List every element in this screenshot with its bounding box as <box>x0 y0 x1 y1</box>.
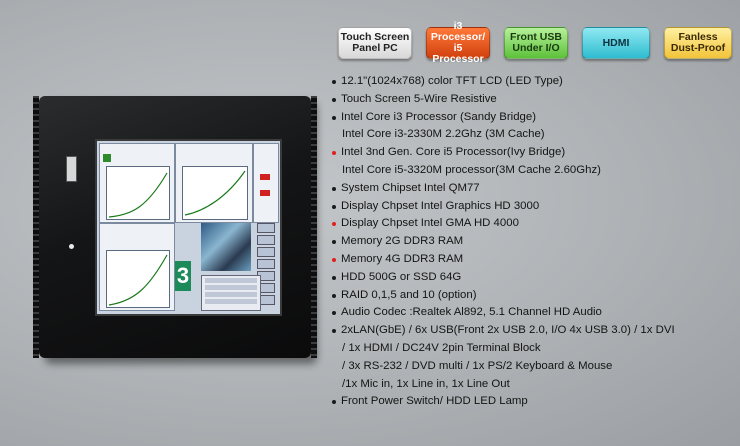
badge-fanless: Fanless Dust-Proof <box>664 27 732 59</box>
bullet-icon <box>332 400 336 405</box>
spec-item: 12.1"(1024x768) color TFT LCD (LED Type) <box>332 73 732 91</box>
spec-item: Front Power Switch/ HDD LED Lamp <box>332 393 732 411</box>
screen-red-button <box>260 190 270 196</box>
spec-item: Intel Core i3 Processor (Sandy Bridge) <box>332 109 732 127</box>
spec-item-continued: Intel Core i5-3320M processor(3M Cache 2… <box>342 163 601 176</box>
screen-red-button <box>260 174 270 180</box>
badge-hdmi: HDMI <box>582 27 650 59</box>
screen-camera-view <box>201 223 251 271</box>
bullet-icon <box>332 293 336 298</box>
spec-item: Display Chpset Intel Graphics HD 3000 <box>332 198 732 216</box>
screen-side-panel <box>253 143 279 223</box>
plot-curve-2 <box>184 170 246 216</box>
screen-panel-1 <box>99 143 175 223</box>
red-bullet-icon <box>332 257 336 262</box>
bullet-icon <box>332 186 336 191</box>
plot-curve-1 <box>108 172 168 218</box>
bullet-icon <box>332 275 336 280</box>
badge-processor: i3 Processor/ i5 Processor <box>426 21 490 65</box>
red-bullet-icon <box>332 151 336 156</box>
spec-item-continued: / 3x RS-232 / DVD multi / 1x PS/2 Keyboa… <box>342 359 613 372</box>
screen-status-box <box>201 275 261 311</box>
bullet-icon <box>332 329 336 334</box>
spec-item: Audio Codec :Realtek Al892, 5.1 Channel … <box>332 304 732 322</box>
left-heatsink-fins <box>33 96 39 358</box>
plot-curve-3 <box>108 254 168 306</box>
spec-item: Intel 3nd Gen. Core i5 Processor(Ivy Bri… <box>332 144 732 162</box>
bullet-icon <box>332 311 336 316</box>
spec-item: Touch Screen 5-Wire Resistive <box>332 91 732 109</box>
badge-touch-screen: Touch Screen Panel PC <box>338 27 412 59</box>
hdd-led-icon <box>69 244 74 249</box>
spec-item: Display Chpset Intel GMA HD 4000 <box>332 215 732 233</box>
spec-item-continued: /1x Mic in, 1x Line in, 1x Line Out <box>342 377 510 390</box>
bullet-icon <box>332 115 336 120</box>
spec-item: HDD 500G or SSD 64G <box>332 269 732 287</box>
red-bullet-icon <box>332 222 336 227</box>
screen-big-number: 3 <box>175 261 191 291</box>
spec-item: Memory 2G DDR3 RAM <box>332 233 732 251</box>
feature-badges: Touch Screen Panel PC i3 Processor/ i5 P… <box>338 21 732 65</box>
screen-panel-3 <box>99 223 175 311</box>
front-usb-port-icon <box>66 156 77 182</box>
bullet-icon <box>332 204 336 209</box>
bullet-icon <box>332 80 336 84</box>
badge-front-usb: Front USB Under I/O <box>504 27 568 59</box>
bullet-icon <box>332 97 336 102</box>
spec-item: RAID 0,1,5 and 10 (option) <box>332 287 732 305</box>
screen-plot-1 <box>106 166 170 220</box>
screen-plot-3 <box>106 250 170 308</box>
bullet-icon <box>332 240 336 245</box>
spec-item: 2xLAN(GbE) / 6x USB(Front 2x USB 2.0, I/… <box>332 322 732 340</box>
screen-indicator <box>103 154 111 162</box>
screen-plot-2 <box>182 166 248 220</box>
right-heatsink-fins <box>311 96 317 358</box>
spec-item-continued: / 1x HDMI / DC24V 2pin Terminal Block <box>342 341 541 354</box>
spec-item-continued: Intel Core i3-2330M 2.2Ghz (3M Cache) <box>342 128 545 141</box>
screen-panel-2 <box>175 143 253 223</box>
device-screen: 3 <box>95 139 282 316</box>
spec-item: System Chipset Intel QM77 <box>332 180 732 198</box>
spec-item: Memory 4G DDR3 RAM <box>332 251 732 269</box>
spec-list: 12.1"(1024x768) color TFT LCD (LED Type)… <box>332 73 732 411</box>
